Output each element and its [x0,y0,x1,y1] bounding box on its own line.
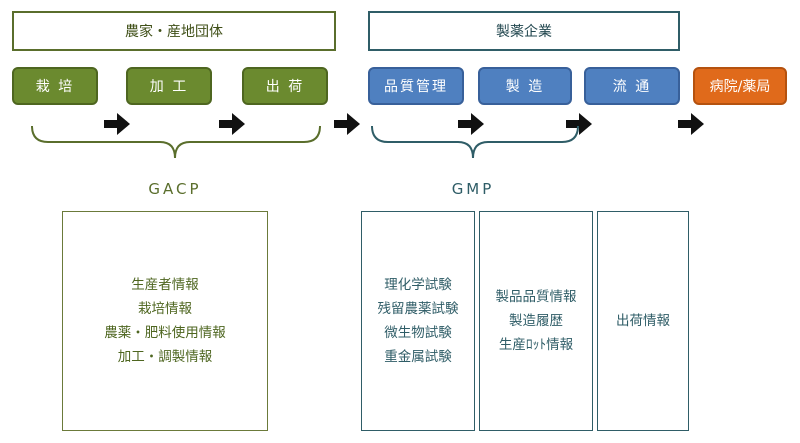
info-item: 農薬・肥料使用情報 [104,325,226,341]
shipping-info-box: 出荷情報 [597,211,689,431]
info-item: 栽培情報 [138,301,192,317]
step-quality-control: 品質管理 [368,67,464,105]
arrow-icon [104,113,130,135]
info-item: 製品品質情報 [495,289,577,305]
arrow-icon [334,113,360,135]
info-item: 生産ﾛｯﾄ情報 [498,337,574,353]
info-item: 理化学試験 [384,277,452,293]
manufacturer-header: 製薬企業 [368,11,680,51]
info-item: 出荷情報 [616,313,670,329]
gmp-brace [371,125,579,159]
info-item: 微生物試験 [384,325,452,341]
arrow-icon [678,113,704,135]
farmer-header: 農家・産地団体 [12,11,336,51]
gacp-brace [31,125,321,159]
step-shipping: 出 荷 [242,67,328,105]
step-manufacturing: 製 造 [478,67,572,105]
step-cultivation: 栽 培 [12,67,98,105]
product-info-box: 製品品質情報 製造履歴 生産ﾛｯﾄ情報 [479,211,593,431]
info-item: 加工・調製情報 [117,349,213,365]
arrow-icon [566,113,592,135]
step-distribution: 流 通 [584,67,680,105]
tests-info-box: 理化学試験 残留農薬試験 微生物試験 重金属試験 [361,211,475,431]
gacp-label: GACP [148,180,202,198]
arrows [104,113,704,135]
arrow-icon [458,113,484,135]
info-item: 重金属試験 [384,349,452,365]
gacp-info-box: 生産者情報 栽培情報 農薬・肥料使用情報 加工・調製情報 [62,211,268,431]
step-processing: 加 工 [126,67,212,105]
info-item: 製造履歴 [509,313,563,329]
arrow-icon [219,113,245,135]
info-item: 生産者情報 [131,277,199,293]
gmp-label: GMP [451,180,495,198]
step-hospital-pharmacy: 病院/薬局 [693,67,787,105]
info-item: 残留農薬試験 [377,301,459,317]
